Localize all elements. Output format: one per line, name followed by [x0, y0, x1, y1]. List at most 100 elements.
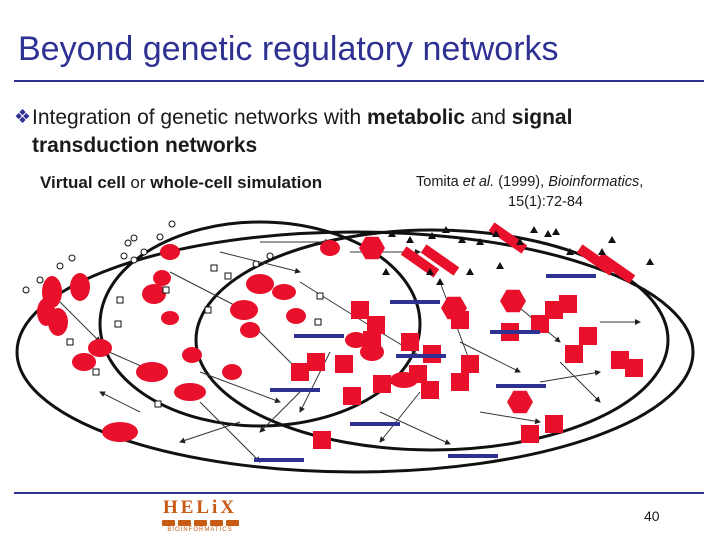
gene-bar — [490, 330, 540, 334]
citation-journal: Bioinformatics — [548, 174, 640, 190]
small-circle-node — [130, 234, 138, 242]
title-divider — [14, 80, 704, 82]
small-triangle-node — [388, 230, 396, 237]
bullet-text-part: and — [465, 106, 512, 129]
small-triangle-node — [566, 248, 574, 255]
gene-bar — [294, 334, 344, 338]
gene-bar — [546, 274, 596, 278]
citation-year: (1999), — [494, 174, 549, 190]
gene-bar — [350, 422, 400, 426]
red-square-node — [401, 333, 419, 351]
small-triangle-node — [406, 236, 414, 243]
red-molecule-node — [345, 332, 367, 348]
small-triangle-node — [426, 268, 434, 275]
small-triangle-node — [530, 226, 538, 233]
red-molecule-node — [320, 240, 340, 256]
red-molecule-node — [48, 308, 68, 336]
gene-bar — [390, 300, 440, 304]
red-square-node — [313, 431, 331, 449]
small-triangle-node — [466, 268, 474, 275]
small-square-node — [66, 338, 74, 346]
gene-bar — [448, 454, 498, 458]
red-molecule-node — [222, 364, 242, 380]
small-triangle-node — [496, 262, 504, 269]
citation-comma: , — [639, 174, 644, 190]
small-triangle-node — [428, 232, 436, 239]
red-square-node — [451, 311, 469, 329]
small-circle-node — [168, 220, 176, 228]
small-triangle-node — [646, 258, 654, 265]
small-circle-node — [120, 252, 128, 260]
interaction-arrow — [379, 391, 421, 443]
small-circle-node — [130, 256, 138, 264]
interaction-arrow — [459, 341, 521, 373]
red-molecule-node — [182, 347, 202, 363]
interaction-arrow — [539, 369, 601, 383]
small-square-node — [224, 272, 232, 280]
gene-bar — [254, 458, 304, 462]
red-square-node — [625, 359, 643, 377]
logo-strip — [160, 520, 240, 526]
figure-caption: Virtual cell or whole-cell simulation — [40, 173, 322, 193]
small-triangle-node — [476, 238, 484, 245]
red-molecule-node — [160, 244, 180, 260]
small-square-node — [210, 264, 218, 272]
small-square-node — [162, 286, 170, 294]
red-square-node — [409, 365, 427, 383]
small-triangle-node — [382, 268, 390, 275]
red-square-node — [335, 355, 353, 373]
red-square-node — [291, 363, 309, 381]
gene-bar — [396, 354, 446, 358]
small-circle-node — [140, 248, 148, 256]
red-square-node — [343, 387, 361, 405]
red-square-node — [363, 331, 381, 349]
logo-letters: HELiX — [162, 497, 238, 518]
small-triangle-node — [442, 226, 450, 233]
red-molecule-node — [272, 284, 296, 300]
red-receptor-node — [420, 244, 460, 276]
interaction-arrow — [199, 371, 281, 404]
red-molecule-node — [240, 322, 260, 338]
interaction-arrow — [479, 411, 541, 425]
network-nodes — [22, 220, 654, 462]
red-square-node — [579, 327, 597, 345]
small-square-node — [154, 400, 162, 408]
slide-title: Beyond genetic regulatory networks — [18, 30, 559, 68]
citation-author: Tomita — [416, 174, 463, 190]
gene-bar — [496, 384, 546, 388]
red-square-node — [545, 415, 563, 433]
network-diagram — [15, 220, 695, 474]
red-receptor-node — [488, 222, 528, 254]
small-triangle-node — [598, 248, 606, 255]
small-triangle-node — [436, 278, 444, 285]
red-square-node — [521, 425, 539, 443]
citation: Tomita et al. (1999), Bioinformatics, 15… — [416, 172, 706, 212]
helix-logo: HELiX BIOINFORMATICS — [160, 497, 240, 533]
interaction-arrow — [169, 271, 241, 309]
interaction-arrow — [99, 391, 141, 413]
small-square-node — [116, 296, 124, 304]
small-triangle-node — [608, 236, 616, 243]
caption-whole-cell: whole-cell simulation — [150, 173, 323, 192]
red-square-node — [451, 373, 469, 391]
red-receptor-node — [596, 252, 636, 284]
small-circle-node — [156, 233, 164, 241]
small-circle-node — [266, 252, 274, 260]
small-triangle-node — [552, 228, 560, 235]
interaction-arrow — [259, 391, 301, 433]
red-square-node — [461, 355, 479, 373]
interaction-arrow — [199, 401, 261, 463]
red-square-node — [421, 381, 439, 399]
bullet-bold-signal: signal transduction networks — [32, 106, 573, 157]
red-square-node — [307, 353, 325, 371]
red-square-node — [373, 375, 391, 393]
bullet-text-part: Integration of genetic networks with — [32, 106, 368, 129]
small-square-node — [314, 318, 322, 326]
red-molecule-node — [142, 284, 166, 304]
footer-divider — [14, 492, 704, 494]
small-square-node — [316, 292, 324, 300]
red-square-node — [565, 345, 583, 363]
red-square-node — [559, 295, 577, 313]
diamond-bullet-icon: ❖ — [14, 107, 32, 128]
inner-ellipse-right — [194, 228, 670, 452]
